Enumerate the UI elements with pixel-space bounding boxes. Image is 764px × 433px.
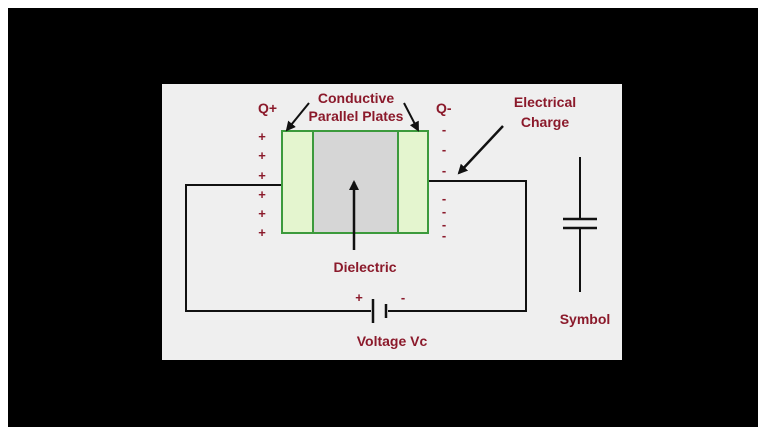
plus-sign: + [258, 187, 266, 202]
circuit-wire-right [388, 180, 527, 312]
plus-sign: + [258, 206, 266, 221]
dielectric-label: Dielectric [333, 259, 396, 275]
battery-plus-sign: + [355, 290, 363, 305]
plates-label-line2: Parallel Plates [309, 108, 404, 124]
minus-sign: - [442, 204, 446, 219]
charge-label-line2: Charge [521, 114, 569, 130]
plus-sign: + [258, 129, 266, 144]
plus-signs-column: + + + + + + [258, 129, 266, 240]
q-minus-label: Q- [436, 100, 452, 116]
left-conductive-plate [281, 130, 314, 234]
minus-sign: - [442, 191, 446, 206]
arrow-to-right-plate [403, 102, 419, 132]
charge-label-line1: Electrical [514, 94, 576, 110]
minus-sign: - [442, 142, 446, 157]
minus-sign: - [442, 228, 446, 243]
minus-sign: - [442, 217, 446, 232]
plus-sign: + [258, 168, 266, 183]
q-plus-label: Q+ [258, 100, 277, 116]
minus-sign: - [442, 122, 446, 137]
arrow-electrical-charge [457, 125, 504, 175]
symbol-label: Symbol [560, 311, 611, 327]
plates-label-line1: Conductive [318, 90, 394, 106]
battery-minus-sign: - [401, 290, 405, 305]
voltage-label: Voltage Vc [357, 333, 428, 349]
plus-sign: + [258, 225, 266, 240]
arrow-to-left-plate [285, 102, 310, 132]
plus-sign: + [258, 148, 266, 163]
minus-signs-column: - - - - - - - [442, 122, 446, 243]
circuit-wire-left [185, 184, 371, 312]
minus-sign: - [442, 163, 446, 178]
right-conductive-plate [397, 130, 429, 234]
dielectric-block [312, 130, 399, 234]
